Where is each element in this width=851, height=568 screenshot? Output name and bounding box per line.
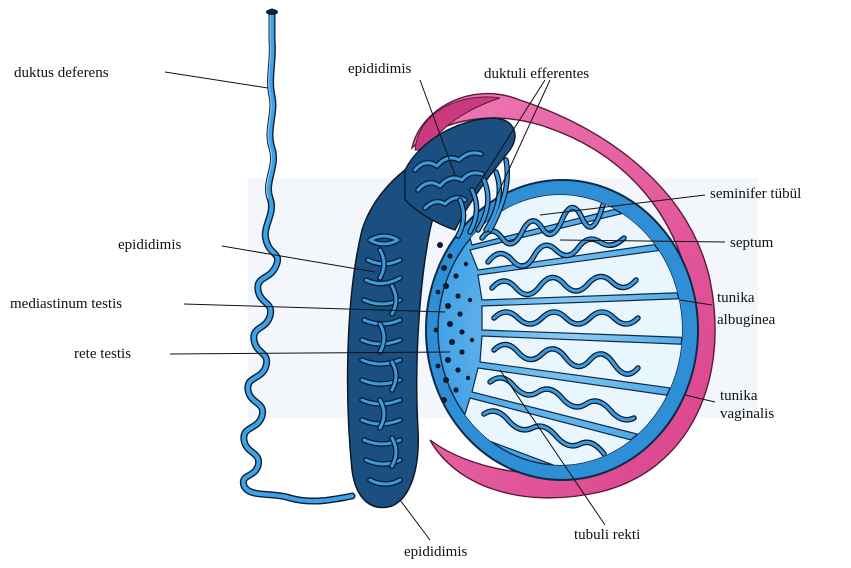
label-mediastinum-testis: mediastinum testis [10,296,122,312]
label-septum: septum [730,235,774,251]
leader-duktus-deferens [165,72,268,88]
label-tunika-vaginalis-line2: vaginalis [720,406,774,422]
label-epididimis-bottom: epididimis [404,544,467,560]
label-duktuli-efferentes: duktuli efferentes [484,66,589,82]
label-tunika-albuginea-line2: albuginea [717,312,776,328]
ductus-deferens-opening [266,9,278,15]
label-tunika-vaginalis-line1: tunika [720,388,758,404]
label-epididimis-top: epididimis [348,61,411,77]
label-tunika-albuginea-line1: tunika [717,290,755,306]
label-epididimis-mid: epididimis [118,237,181,253]
label-tubuli-rekti: tubuli rekti [574,527,640,543]
leader-epididimis-bottom [400,500,430,540]
label-duktus-deferens: duktus deferens [14,65,109,81]
label-rete-testis: rete testis [74,346,131,362]
label-seminifer-tubul: seminifer tübül [710,186,801,202]
